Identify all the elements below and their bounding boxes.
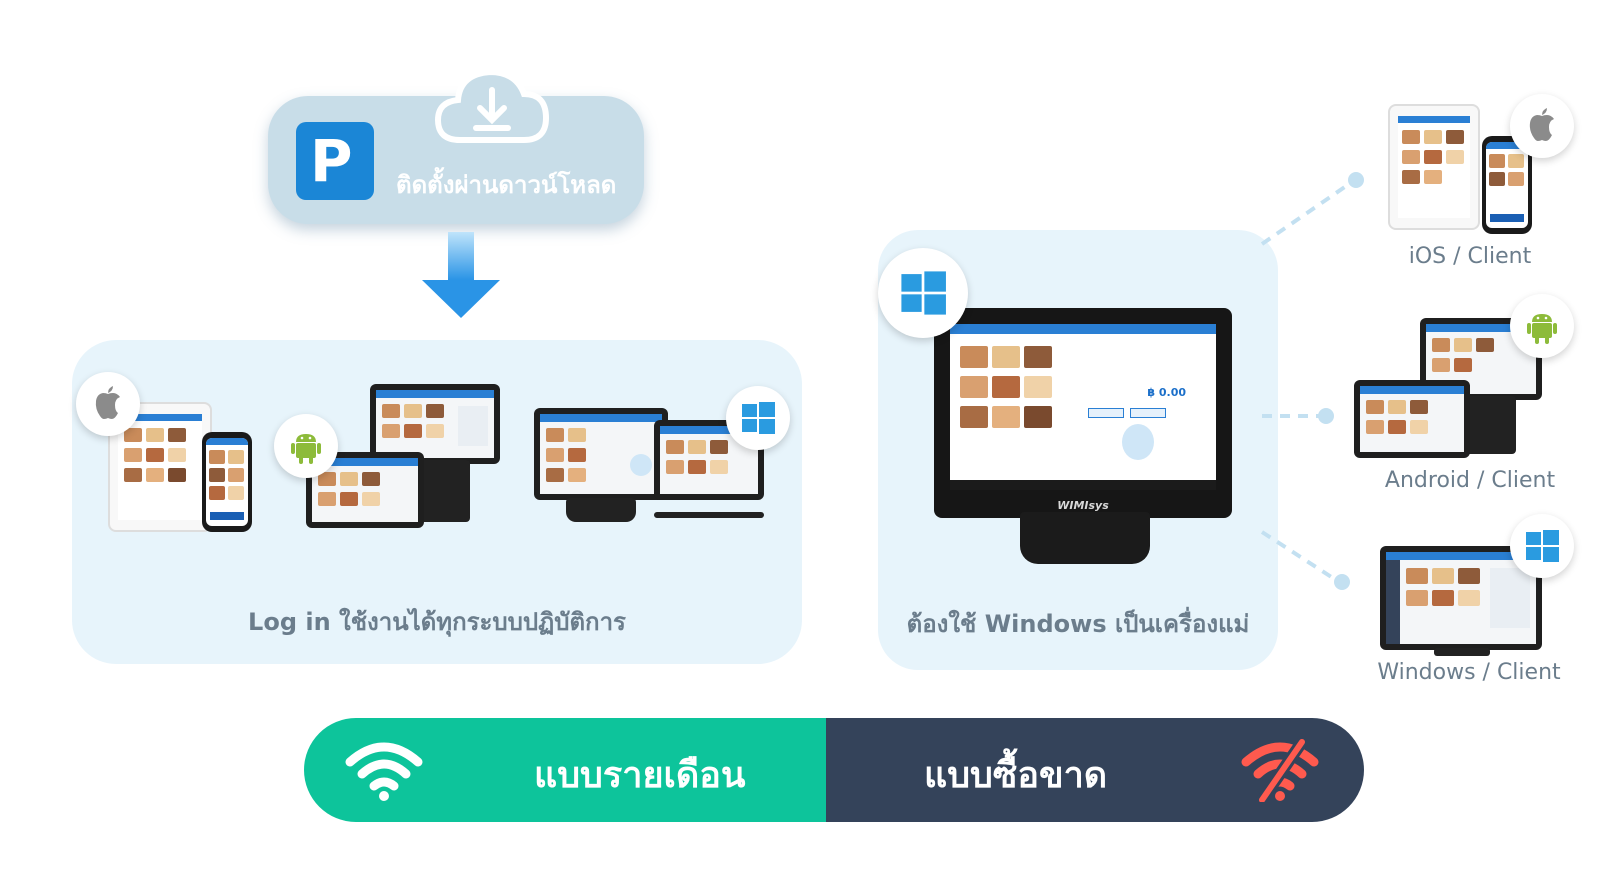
windows-client-monitor-screen [1380, 546, 1542, 650]
install-via-download-label: ติดตั้งผ่านดาวน์โหลด [396, 171, 617, 199]
android-pos-back-screen [370, 384, 500, 464]
android-client-stand [1464, 396, 1516, 454]
ios-client-tablet [1388, 104, 1480, 230]
monthly-plan-label: แบบรายเดือน [534, 755, 746, 796]
apple-badge [76, 372, 140, 436]
one-time-purchase-plan[interactable]: แบบซื้อขาด [826, 718, 1364, 822]
windows-client-badge [1510, 514, 1574, 578]
android-icon [1527, 314, 1557, 344]
pospos-app-logo: P [296, 122, 374, 200]
monthly-plan[interactable]: แบบรายเดือน [304, 718, 826, 822]
ios-client-badge [1510, 94, 1574, 158]
android-client-label: Android / Client [1384, 468, 1556, 493]
phone-device [202, 432, 252, 532]
ios-client-label: iOS / Client [1408, 244, 1532, 269]
android-client-front-screen [1354, 380, 1470, 458]
windows-pos-screen [534, 408, 668, 500]
wifi-off-icon [1241, 738, 1319, 802]
down-arrow-icon [422, 232, 500, 318]
android-pos-stand [418, 460, 470, 522]
windows-pos-stand [566, 498, 636, 522]
apple-icon [95, 386, 120, 419]
windows-master-badge [878, 248, 968, 338]
windows-icon [1526, 530, 1559, 562]
one-time-purchase-label: แบบซื้อขาด [924, 755, 1108, 796]
windows-master-pos-monitor: ฿ 0.00 WIMIsys [934, 308, 1232, 518]
client-connectors [1260, 172, 1364, 590]
cloud-login-caption: Log in ใช้งานได้ทุกระบบปฏิบัติการ [248, 608, 626, 636]
android-badge [274, 414, 338, 478]
windows-master-pos-base [1020, 512, 1150, 564]
wifi-icon [345, 742, 423, 801]
android-icon [291, 434, 321, 464]
pos-brand: WIMIsys [1057, 499, 1109, 512]
cloud-download-icon [434, 68, 550, 143]
windows-icon [901, 271, 946, 315]
windows-master-caption: ต้องใช้ Windows เป็นเครื่องแม่ [906, 610, 1250, 638]
windows-monitor-screen [654, 420, 764, 500]
windows-monitor-base [654, 512, 764, 518]
android-client-badge [1510, 294, 1574, 358]
apple-icon [1529, 108, 1554, 141]
windows-badge [726, 386, 790, 450]
windows-client-base [1434, 648, 1490, 656]
cart-total: ฿ 0.00 [1147, 386, 1186, 399]
windows-client-label: Windows / Client [1377, 660, 1561, 685]
logo-letter: P [310, 127, 353, 195]
pricing-mode-bar: แบบรายเดือน แบบซื้อขาด [304, 718, 1364, 822]
windows-icon [742, 402, 775, 434]
